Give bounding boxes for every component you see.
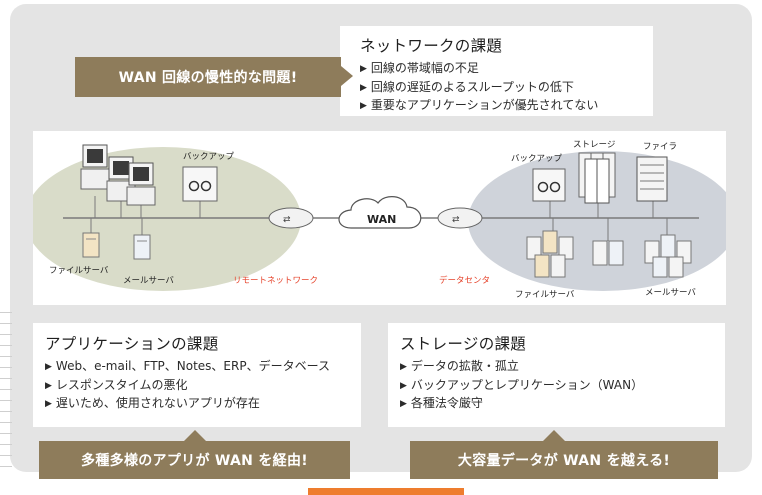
network-issues-box: ネットワークの課題 回線の帯域幅の不足 回線の遅延のよるスループットの低下 重要… [340,26,653,116]
network-issues-title: ネットワークの課題 [360,37,503,55]
list-item: レスポンスタイムの悪化 [45,377,361,396]
list-item: 回線の遅延のよるスループットの低下 [360,79,653,98]
file-server-right-label: ファイルサーバ [515,290,575,300]
storage-label: ストレージ [573,140,615,150]
callout-arrow [542,430,566,442]
list-item: バックアップとレプリケーション（WAN） [400,377,725,396]
mail-server-right-label: メールサーバ [645,288,696,298]
file-server-icon [82,218,100,258]
server-icon [592,218,624,266]
storage-issues-title: ストレージの課題 [400,335,527,353]
list-item: 重要なアプリケーションが優先されてない [360,97,653,116]
wan-problem-callout: WAN 回線の慢性的な問題! [75,57,341,97]
backup-right-label: バックアップ [511,154,563,164]
backup-device-icon [182,166,218,218]
filer-icon [636,156,668,218]
backup-device-icon [532,168,566,218]
computer-icon [80,144,110,218]
backup-left-label: バックアップ [183,152,235,162]
callout-arrow [183,430,207,442]
router-left-icon: ⇄ [268,207,314,229]
storage-array-icon [578,152,616,218]
app-wan-callout: 多種多様のアプリが WAN を経由! [39,441,350,479]
application-issues-list: Web、e-mail、FTP、Notes、ERP、データベース レスポンスタイム… [45,358,361,414]
storage-issues-list: データの拡散・孤立 バックアップとレプリケーション（WAN） 各種法令厳守 [400,358,725,414]
callout-arrow [341,66,353,86]
svg-text:⇄: ⇄ [283,215,291,225]
list-item: 各種法令厳守 [400,395,725,414]
wan-cloud-icon [338,196,422,229]
mail-server-left-label: メールサーバ [123,276,174,286]
network-issues-list: 回線の帯域幅の不足 回線の遅延のよるスループットの低下 重要なアプリケーションが… [360,60,653,116]
router-right-icon: ⇄ [437,207,483,229]
file-server-left-label: ファイルサーバ [49,266,109,276]
application-issues-box: アプリケーションの課題 Web、e-mail、FTP、Notes、ERP、データ… [33,323,361,427]
list-item: 回線の帯域幅の不足 [360,60,653,79]
file-server-cluster-icon [526,218,574,278]
list-item: 遅いため、使用されないアプリが存在 [45,395,361,414]
svg-text:⇄: ⇄ [452,215,460,225]
list-item: データの拡散・孤立 [400,358,725,377]
mail-server-icon [133,218,151,260]
application-issues-title: アプリケーションの課題 [45,335,219,353]
data-center-label: データセンタ [439,275,490,286]
storage-issues-box: ストレージの課題 データの拡散・孤立 バックアップとレプリケーション（WAN） … [388,323,725,427]
network-diagram: バックアップ ファイルサーバ メールサーバ リモートネットワーク ⇄ ⇄ [25,131,738,305]
storage-wan-callout: 大容量データが WAN を越える! [410,441,718,479]
remote-network-label: リモートネットワーク [233,276,318,286]
list-item: Web、e-mail、FTP、Notes、ERP、データベース [45,358,361,377]
wan-label: WAN [367,213,396,226]
orange-tab-decoration [308,488,464,495]
computer-icon [126,162,156,218]
filer-label: ファイラ [643,142,677,152]
network-diagram-svg: バックアップ ファイルサーバ メールサーバ リモートネットワーク ⇄ ⇄ [25,140,738,300]
ruled-lines-decoration [0,312,12,470]
mail-server-cluster-icon [644,218,692,278]
